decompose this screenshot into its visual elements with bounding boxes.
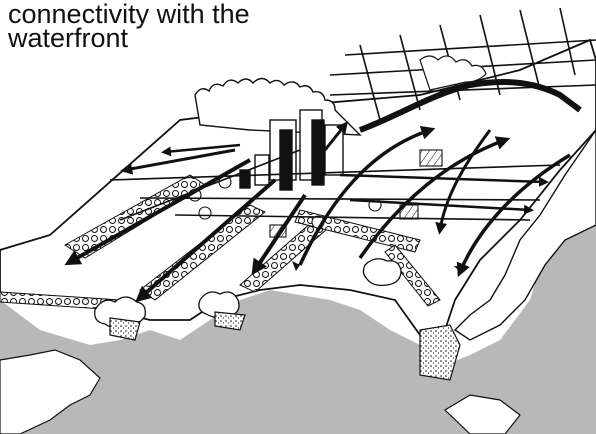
caption-line-2: waterfront — [8, 26, 250, 50]
diagram-caption: connectivity with the waterfront — [8, 2, 250, 50]
